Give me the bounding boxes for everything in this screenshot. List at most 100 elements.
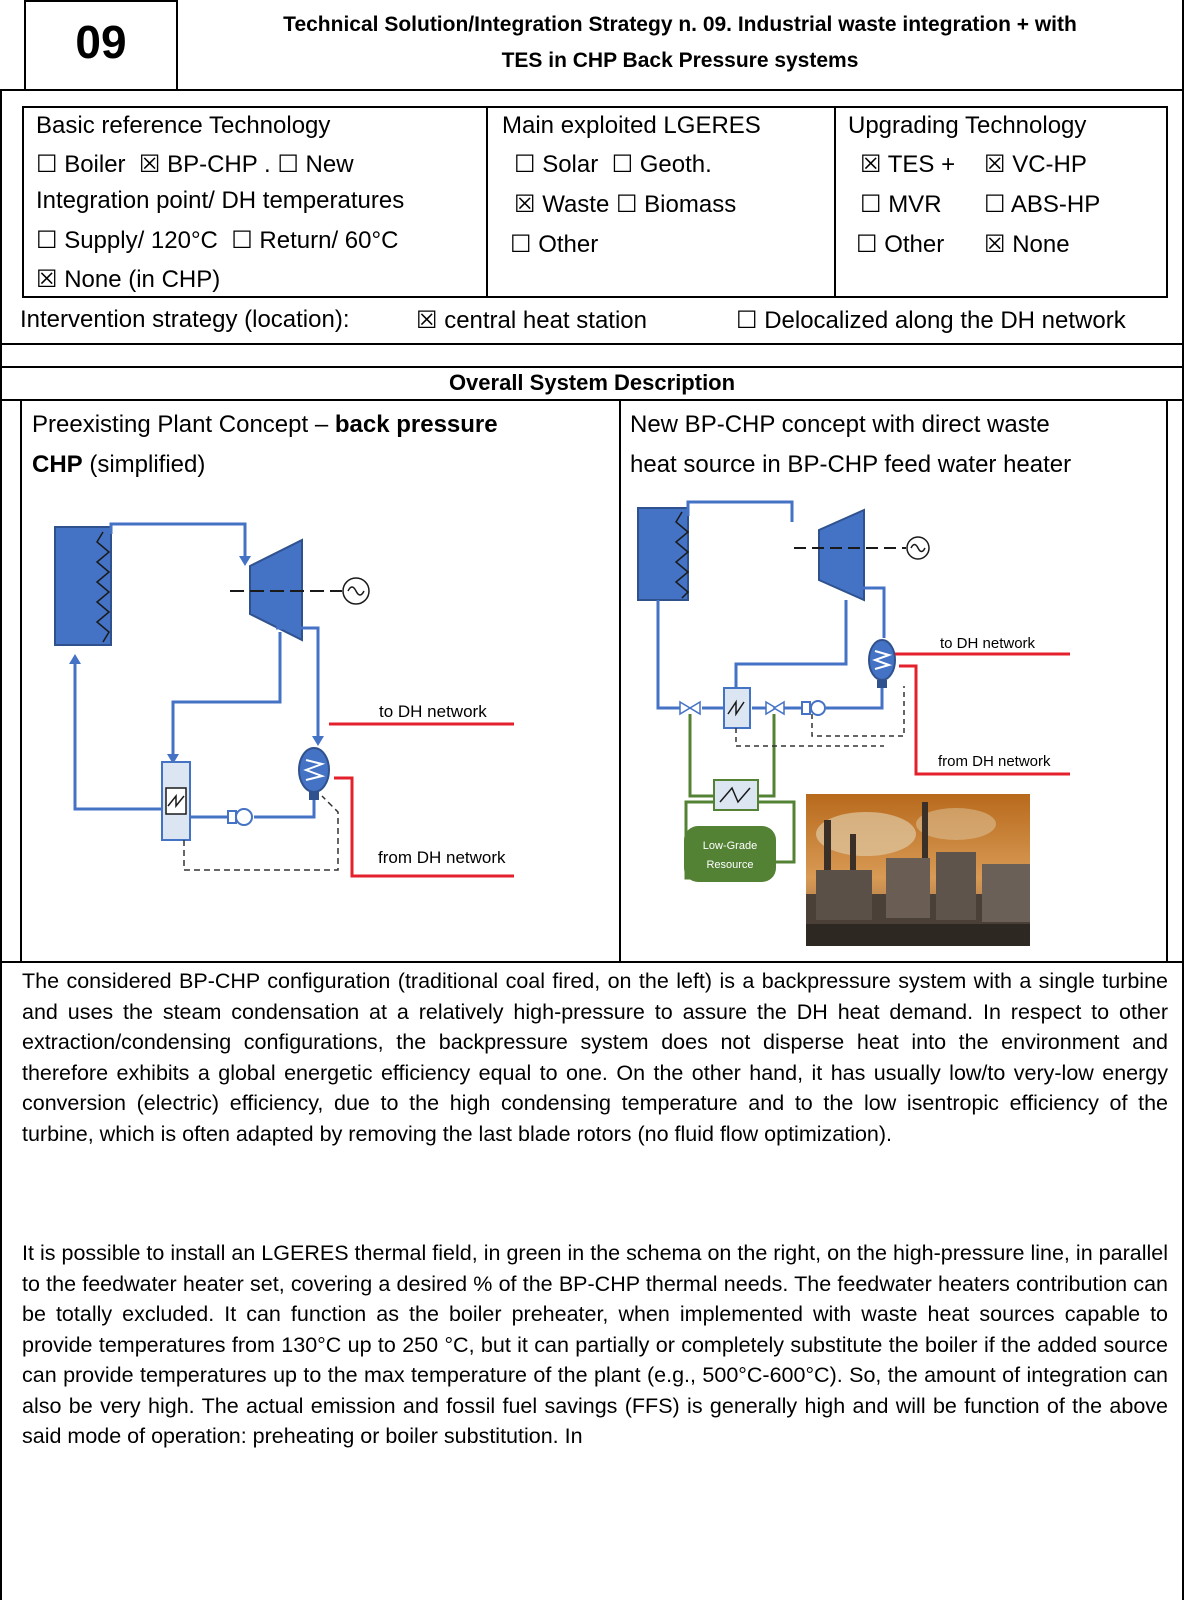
overall-system-heading: Overall System Description <box>448 370 736 395</box>
checkbox-tes[interactable]: ☒ <box>860 150 882 178</box>
label-waste: Waste <box>542 191 610 218</box>
control-line-b <box>811 686 905 737</box>
new-bp-chp-diagram: to DH network from DH network Low-Grade … <box>637 500 1070 882</box>
border-panels-left <box>20 399 22 962</box>
checkbox-central-heat-station[interactable]: ☒ <box>416 306 438 334</box>
pump-base <box>227 810 237 824</box>
label-bp-chp: BP-CHP . <box>167 151 271 178</box>
arrow <box>239 556 251 566</box>
arrow <box>312 736 324 746</box>
condenser-coil <box>872 650 893 670</box>
condenser-base <box>309 792 319 800</box>
label-mvr: MVR <box>888 191 942 218</box>
upgrading-row-1b: ☒ VC-HP <box>984 149 1087 180</box>
sine <box>910 543 926 553</box>
upgrading-row-1: ☒ TES + <box>860 149 955 180</box>
checkbox-geoth[interactable]: ☐ <box>611 150 634 178</box>
border-right-number <box>176 0 178 90</box>
bleed-line <box>171 632 282 757</box>
lgeres-row-3: ☐ Other <box>510 229 598 260</box>
border-panels-divider <box>619 399 621 962</box>
label-central-heat-station: central heat station <box>444 307 647 334</box>
checkbox-delocalized[interactable]: ☐ <box>736 306 758 334</box>
resource-label-1: Low-Grade <box>703 840 757 852</box>
green-loop-b <box>758 800 796 864</box>
right-panel-caption-line-1: New BP-CHP concept with direct waste <box>630 411 1050 438</box>
border-outer-left <box>0 89 2 1600</box>
building-4 <box>936 852 976 920</box>
left-panel-caption-line-1: Preexisting Plant Concept – back pressur… <box>32 411 498 438</box>
checkbox-none-chp[interactable]: ☒ <box>36 265 58 293</box>
border-left-number <box>24 0 26 90</box>
upgrading-row-2b: ☐ ABS-HP <box>984 189 1100 220</box>
integration-point-label: Integration point/ DH temperatures <box>36 187 405 214</box>
border-options-left <box>22 106 24 298</box>
from-dh-line <box>334 776 514 878</box>
label-return: Return/ 60°C <box>259 227 399 254</box>
feedwater-return-line <box>656 600 680 710</box>
ground <box>806 924 1030 946</box>
exhaust-line <box>844 586 886 638</box>
valve-left <box>679 700 692 716</box>
upgrading-row-2: ☐ MVR <box>860 189 942 220</box>
label-new: New <box>305 151 354 178</box>
control-line <box>183 795 339 871</box>
low-grade-resource <box>684 826 776 882</box>
checkbox-boiler[interactable]: ☐ <box>36 150 58 178</box>
checkbox-other-upgrading[interactable]: ☐ <box>856 230 878 258</box>
checkbox-none-upgrading[interactable]: ☒ <box>984 230 1006 258</box>
lgeres-row-2: ☒ Waste ☐ Biomass <box>514 189 736 220</box>
border-overall-bottom <box>0 399 1184 401</box>
condensate-line <box>254 800 316 819</box>
label-geoth: Geoth. <box>639 151 712 178</box>
solution-title-line-1: Technical Solution/Integration Strategy … <box>283 13 1077 36</box>
condenser-base <box>877 680 887 688</box>
feedwater-heater <box>723 687 751 729</box>
checkbox-other-lgeres[interactable]: ☐ <box>510 230 532 258</box>
condenser-coil <box>303 759 326 781</box>
checkbox-solar[interactable]: ☐ <box>514 150 536 178</box>
checkbox-vc-hp[interactable]: ☒ <box>984 150 1006 178</box>
label-other-lgeres: Other <box>538 231 599 258</box>
basic-tech-row-3: ☐ Supply/ 120°C ☐ Return/ 60°C <box>36 225 398 256</box>
checkbox-bp-chp[interactable]: ☒ <box>138 150 161 178</box>
label-none-chp: None (in CHP) <box>64 266 221 293</box>
left-panel-caption-line-2: CHP (simplified) <box>32 451 206 478</box>
valve-left-b <box>688 700 701 716</box>
whx-zigzag <box>719 786 751 804</box>
border-options-bottom <box>22 296 1168 298</box>
label-biomass: Biomass <box>644 191 737 218</box>
arrow <box>69 654 81 664</box>
preexisting-plant-diagram: to DH network from DH network <box>54 522 514 878</box>
border-panels-right <box>1166 399 1168 962</box>
turbine <box>818 508 865 602</box>
boiler-coil <box>674 511 690 599</box>
green-line-right <box>754 714 776 798</box>
checkbox-supply[interactable]: ☐ <box>36 226 58 254</box>
intervention-central: ☒ central heat station <box>416 305 647 336</box>
control-line <box>735 728 884 747</box>
pump-base <box>801 701 811 715</box>
border-panels-bottom <box>0 961 1184 963</box>
resource-label-2: Resource <box>706 859 753 871</box>
label-solar: Solar <box>542 151 599 178</box>
label-boiler: Boiler <box>64 151 126 178</box>
building-3 <box>886 858 930 918</box>
upgrading-row-3b: ☒ None <box>984 229 1070 260</box>
smoke-2 <box>916 808 996 840</box>
right-panel-caption-line-2: heat source in BP-CHP feed water heater <box>630 451 1072 478</box>
from-dh-label: from DH network <box>938 753 1051 770</box>
basic-tech-heading: Basic reference Technology <box>36 112 331 139</box>
checkbox-waste[interactable]: ☒ <box>514 190 536 218</box>
label-supply: Supply/ 120°C <box>64 227 218 254</box>
checkbox-mvr[interactable]: ☐ <box>860 190 882 218</box>
valve-right-b <box>772 700 785 716</box>
green-line-left <box>688 714 714 798</box>
checkbox-biomass[interactable]: ☐ <box>615 190 638 218</box>
checkbox-return[interactable]: ☐ <box>231 226 253 254</box>
intervention-delocalized: ☐ Delocalized along the DH network <box>736 305 1126 336</box>
lgeres-heading: Main exploited LGERES <box>502 112 761 139</box>
checkbox-abs-hp[interactable]: ☐ <box>984 190 1006 218</box>
checkbox-new[interactable]: ☐ <box>277 150 299 178</box>
border-overall-top <box>0 366 1184 368</box>
